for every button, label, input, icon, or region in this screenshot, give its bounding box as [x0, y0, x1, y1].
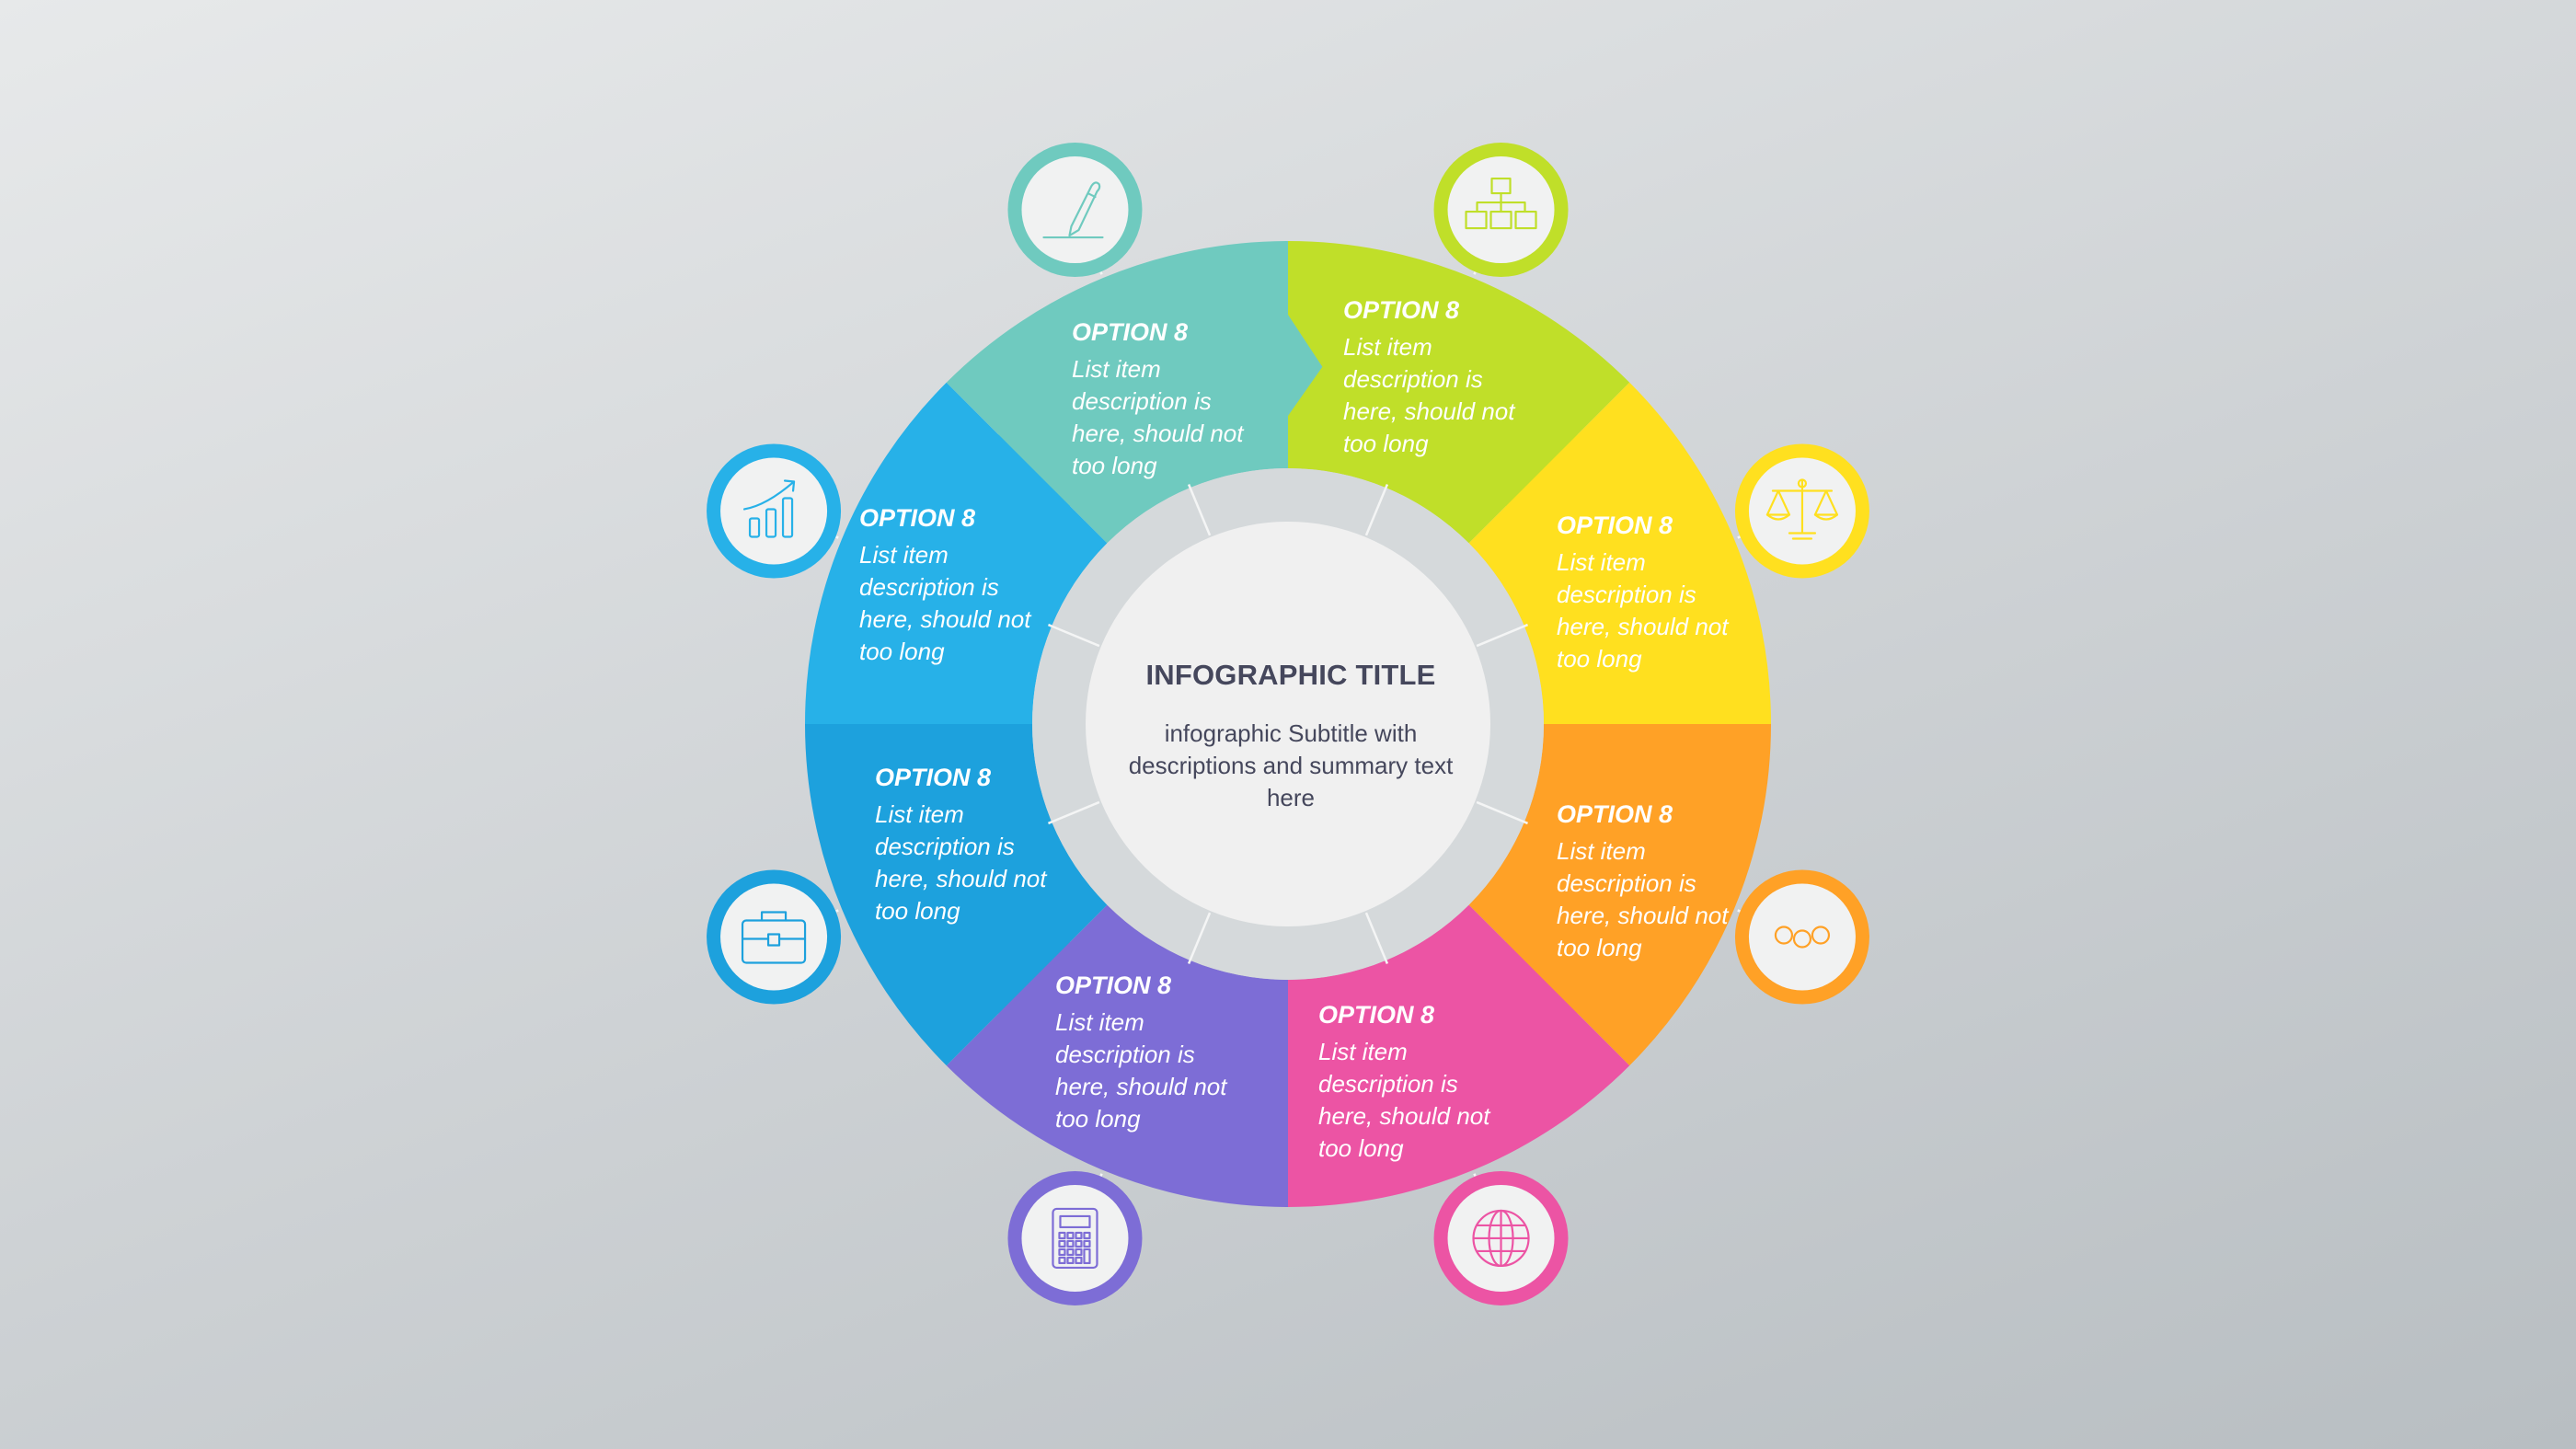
- option-label: OPTION 8: [1318, 1001, 1435, 1029]
- icon-badge-orange: [1734, 869, 1869, 1005]
- option-label: OPTION 8: [1557, 512, 1673, 539]
- segment-blue: [805, 689, 1108, 1066]
- option-description: List item description is here, should no…: [1055, 1008, 1227, 1133]
- icon-badge-blue: [707, 869, 842, 1005]
- growth-chart-icon: [742, 479, 796, 538]
- center-text: INFOGRAPHIC TITLE infographic Subtitle w…: [1107, 659, 1475, 814]
- segment-yellow: [1468, 382, 1771, 759]
- segment-orange: [1468, 724, 1771, 1066]
- ring-divider: [1476, 623, 1529, 648]
- segment-purple: [946, 904, 1288, 1207]
- option-label: OPTION 8: [875, 764, 992, 791]
- segment-skyblue: [805, 382, 1108, 724]
- segment-text-pink: OPTION 8 List item description is here, …: [1557, 799, 1731, 964]
- ring-divider: [1364, 912, 1389, 965]
- segment-text-green: OPTION 8 List item description is here, …: [1072, 316, 1247, 482]
- calculator-icon: [1052, 1207, 1098, 1270]
- segment-green: [1288, 241, 1630, 544]
- icon-badge-pink: [1433, 1170, 1569, 1305]
- balance-scale-icon: [1765, 478, 1839, 540]
- segment-pink: [1253, 904, 1630, 1207]
- segment-text-yellow: OPTION 8 List item description is here, …: [1343, 294, 1518, 460]
- option-description: List item description is here, should no…: [1557, 548, 1729, 673]
- option-label: OPTION 8: [1343, 296, 1460, 324]
- option-description: List item description is here, should no…: [859, 541, 1031, 665]
- ring-divider: [1364, 483, 1389, 536]
- ring-divider: [1187, 912, 1212, 965]
- segment-text-blue: OPTION 8 List item description is here, …: [1055, 970, 1230, 1135]
- option-description: List item description is here, should no…: [1072, 355, 1244, 479]
- ring-divider: [1047, 800, 1100, 825]
- infographic-subtitle: infographic Subtitle with descriptions a…: [1128, 719, 1454, 811]
- option-description: List item description is here, should no…: [1343, 333, 1515, 457]
- infographic-title: INFOGRAPHIC TITLE: [1145, 659, 1436, 691]
- segment-teal: [946, 241, 1323, 544]
- icon-badge-purple: [1007, 1170, 1143, 1305]
- option-description: List item description is here, should no…: [1318, 1038, 1490, 1162]
- option-label: OPTION 8: [859, 504, 976, 532]
- option-label: OPTION 8: [1072, 318, 1189, 346]
- center-disc: [1086, 522, 1490, 926]
- icon-badge-skyblue: [707, 443, 842, 579]
- segment-text-teal: OPTION 8 List item description is here, …: [859, 502, 1034, 668]
- briefcase-icon: [741, 911, 807, 964]
- option-label: OPTION 8: [1055, 972, 1172, 999]
- linked-circles-icon: [1774, 926, 1831, 949]
- segment-text-purple: OPTION 8 List item description is here, …: [1318, 999, 1493, 1165]
- option-label: OPTION 8: [1557, 800, 1673, 828]
- pen-icon: [1042, 181, 1104, 239]
- icon-badge-yellow: [1734, 443, 1869, 579]
- ring-divider: [1047, 623, 1100, 648]
- segment-text-skyblue: OPTION 8 List item description is here, …: [875, 762, 1050, 927]
- segment-text-orange: OPTION 8 List item description is here, …: [1557, 510, 1731, 675]
- org-chart-icon: [1465, 177, 1537, 230]
- icon-badge-teal: [1007, 143, 1143, 278]
- option-description: List item description is here, should no…: [1557, 837, 1729, 961]
- globe-icon: [1472, 1209, 1530, 1268]
- ring-divider: [1187, 483, 1212, 536]
- option-description: List item description is here, should no…: [875, 800, 1047, 925]
- icon-badge-green: [1433, 143, 1569, 278]
- ring-divider: [1476, 800, 1529, 825]
